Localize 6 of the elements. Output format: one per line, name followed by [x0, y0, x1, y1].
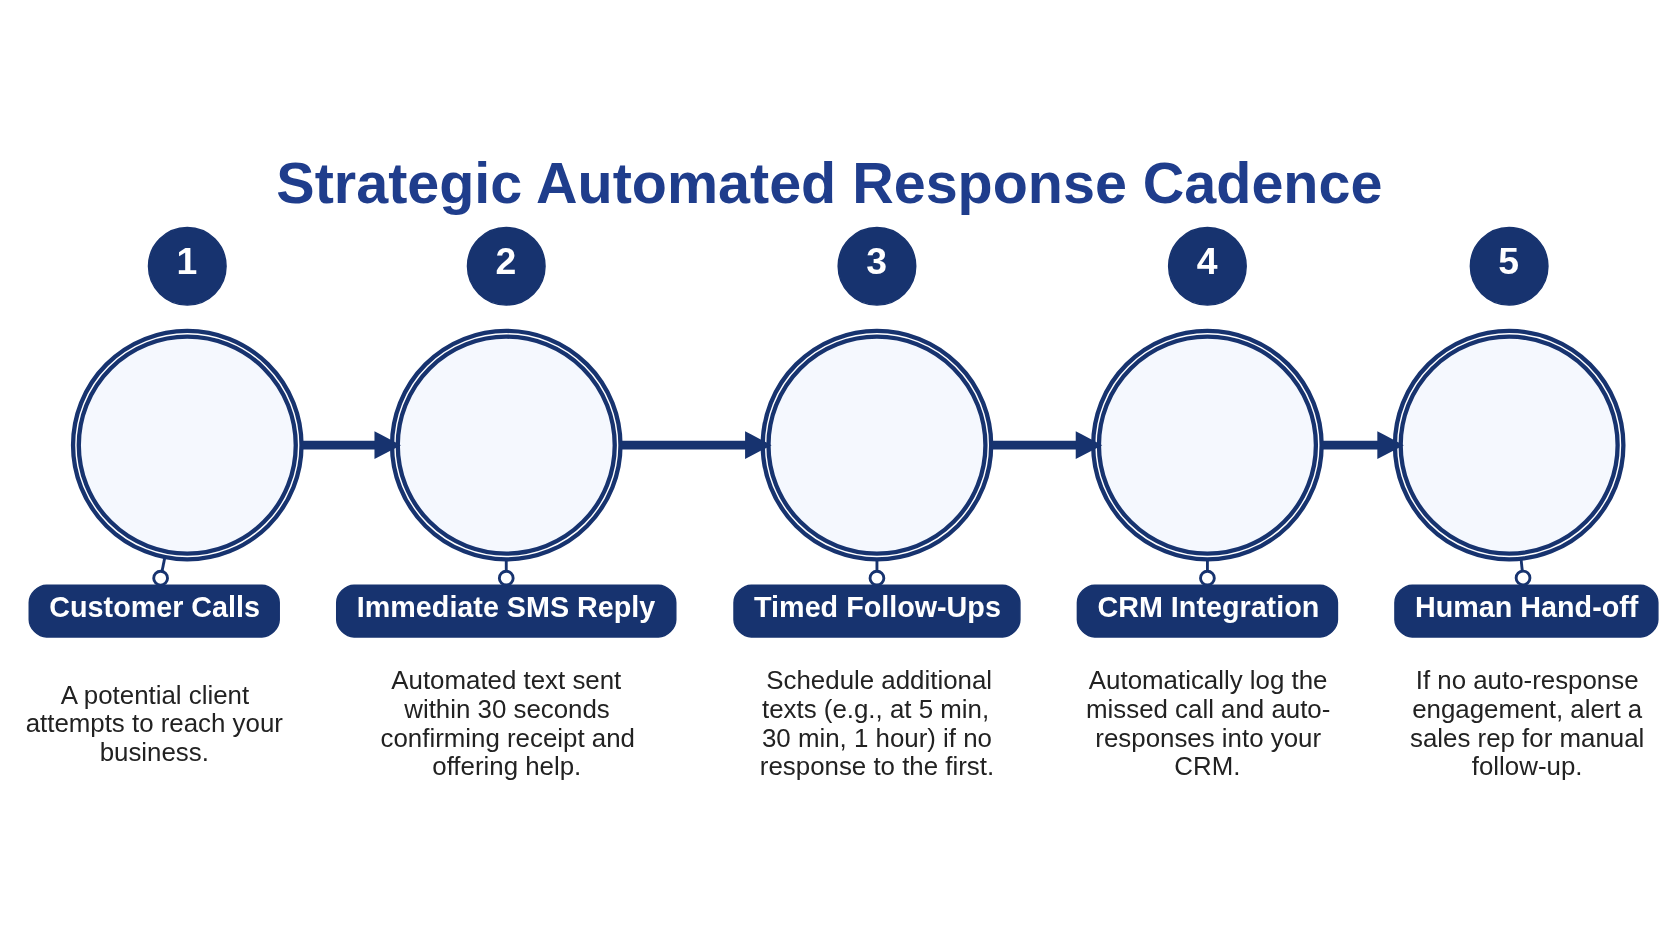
node-label: If no auto-response engagement, alert a sales rep for manual follow-up. — [1410, 665, 1645, 780]
node-label: Automated text sent within 30 seconds confirming receipt and offering help. — [380, 665, 635, 780]
node-label: Schedule additional texts (e.g., at 5 min, 30 min, 1 hour) if no response to the first. — [759, 665, 995, 780]
node-label: Automatically log the missed call and auto-responses into your CRM. — [1086, 665, 1331, 780]
node-label: A potential client attempts to reach your business. — [25, 680, 283, 766]
diagram-title: Strategic Automated Response Cadence — [276, 150, 1383, 215]
